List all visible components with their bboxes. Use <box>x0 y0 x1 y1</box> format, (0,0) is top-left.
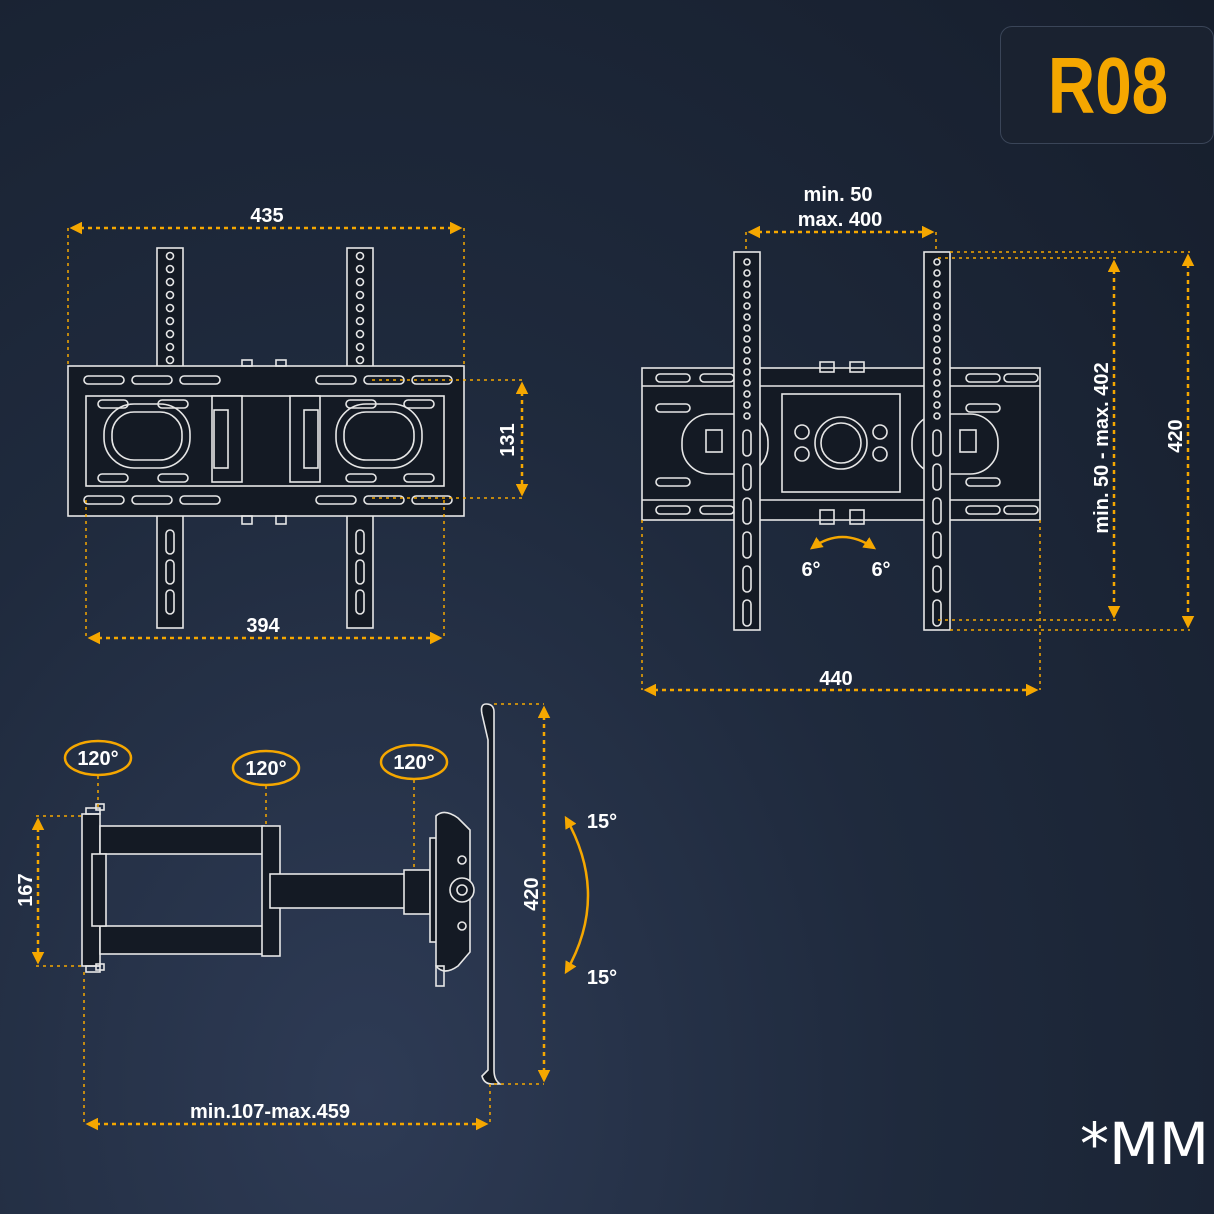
label-front-width: 435 <box>250 205 283 227</box>
label-vesa-h-min: min. 50 <box>804 184 873 206</box>
label-tilt-up: 15° <box>587 811 617 833</box>
label-tv-plate-height: 420 <box>521 877 543 910</box>
swivel-ring-3 <box>379 743 449 781</box>
front-left-oval-inner <box>111 411 183 461</box>
swivel-ring-2 <box>231 749 301 787</box>
front-wall-plate <box>67 365 465 517</box>
label-back-width: 440 <box>819 668 852 690</box>
label-front-bottom-width: 394 <box>246 615 280 637</box>
front-right-oval <box>335 403 423 469</box>
label-swivel-2: 120° <box>245 758 286 780</box>
front-inner-panel <box>85 395 445 487</box>
tilt-knob <box>449 877 475 903</box>
unit-note: *MM <box>1080 1110 1210 1178</box>
front-left-hinge <box>211 395 243 483</box>
front-right-hinge <box>289 395 321 483</box>
front-view: 435 131 394 <box>67 205 529 645</box>
label-tilt-down: 15° <box>587 967 617 989</box>
back-rail-holes <box>742 258 942 627</box>
front-right-oval-inner <box>343 411 415 461</box>
side-tv-plate <box>480 703 503 1085</box>
label-front-height: 131 <box>497 423 519 456</box>
label-back-height: 420 <box>1165 419 1187 452</box>
swivel-ring-1 <box>63 739 133 777</box>
side-front-arm <box>269 873 411 909</box>
side-tilt-arrow <box>564 815 590 975</box>
back-left-rail <box>733 251 761 631</box>
back-plate-slots <box>655 373 1039 515</box>
back-center-block <box>781 393 901 493</box>
label-wall-plate-height: 167 <box>15 873 37 906</box>
model-name: R08 <box>1047 41 1169 130</box>
label-tilt-left: 6° <box>801 559 820 581</box>
model-badge: R08 <box>1000 26 1214 144</box>
back-view: 6° 6° min. 50 max. 400 min. 50 - max. 40… <box>641 184 1195 697</box>
back-right-rail <box>923 251 951 631</box>
front-bracket-holes <box>165 251 365 615</box>
label-vesa-h-max: max. 400 <box>798 209 883 231</box>
back-right-knob <box>959 429 977 453</box>
front-left-oval <box>103 403 191 469</box>
label-extension: min.107-max.459 <box>190 1101 350 1123</box>
label-tilt-right: 6° <box>871 559 890 581</box>
tilt-arrow <box>809 535 877 550</box>
label-swivel-3: 120° <box>393 752 434 774</box>
label-vesa-vertical: min. 50 - max. 402 <box>1091 362 1113 533</box>
side-lower-arm <box>99 925 265 955</box>
side-view: 120° 120° 120° 167 420 15° 15° min.107-m… <box>15 703 617 1131</box>
back-left-knob <box>705 429 723 453</box>
label-swivel-1: 120° <box>77 748 118 770</box>
side-upper-arm <box>99 825 265 855</box>
